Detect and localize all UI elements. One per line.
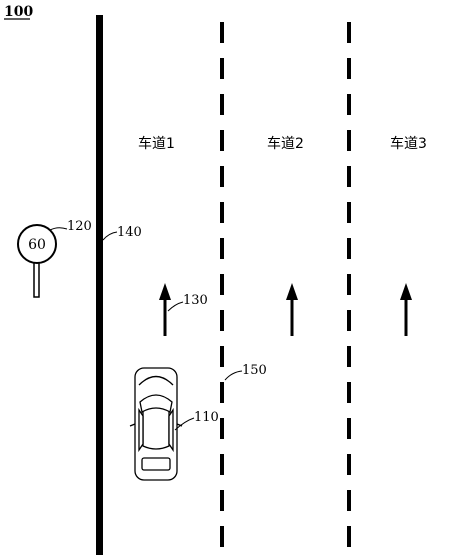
lane-dash [220, 202, 224, 223]
vehicle-roof [142, 412, 170, 450]
lane-dash [347, 58, 351, 79]
sign-value: 60 [28, 237, 46, 253]
road-edge-line [96, 15, 103, 555]
lane-dash [220, 490, 224, 511]
lane-dash [220, 310, 224, 331]
lane-label-3: 车道3 [390, 135, 427, 152]
lane-dash [220, 418, 224, 439]
callout-110-leader [174, 417, 195, 431]
callout-120-leader [49, 227, 68, 231]
lane-dash [347, 310, 351, 331]
lane-dash [347, 490, 351, 511]
lane-dash [220, 58, 224, 79]
vehicle-right-mirror [176, 423, 183, 427]
lane-dash [347, 274, 351, 295]
callout-130-leader [167, 301, 184, 312]
vehicle-windshield [139, 394, 173, 414]
lane-dash [347, 418, 351, 439]
lane-dash [347, 166, 351, 187]
callout-130: 130 [183, 293, 208, 308]
vehicle-left-windows [138, 407, 144, 453]
lane-dash [220, 454, 224, 475]
lane-divider-2-3 [347, 22, 351, 547]
vehicle-left-mirror [129, 423, 136, 427]
lane-dash [347, 526, 351, 547]
sign-post [33, 261, 40, 298]
lane-dash [220, 346, 224, 367]
sign-disc [17, 224, 57, 264]
figure-number: 100 [4, 4, 33, 20]
callout-140: 140 [117, 225, 142, 240]
direction-arrow-lane-2 [286, 283, 298, 336]
lane-dash [347, 202, 351, 223]
lane-dash [347, 382, 351, 403]
lane-dash [347, 22, 351, 43]
lane-dash [347, 454, 351, 475]
callout-120: 120 [67, 219, 92, 234]
direction-arrow-lane-1 [159, 283, 171, 336]
lane-dash [220, 130, 224, 151]
lane-dash [220, 274, 224, 295]
lane-dash [347, 130, 351, 151]
callout-140-leader [102, 231, 118, 241]
lane-dash [347, 238, 351, 259]
vehicle-right-windows [168, 407, 174, 453]
lane-dash [347, 94, 351, 115]
vehicle [129, 367, 183, 481]
lane-dash [220, 238, 224, 259]
callout-150: 150 [242, 363, 267, 378]
lane-label-2: 车道2 [267, 135, 304, 152]
callout-150-leader [224, 370, 243, 381]
callout-110: 110 [194, 410, 219, 425]
lane-dash [220, 22, 224, 43]
direction-arrow-lane-3 [400, 283, 412, 336]
speed-limit-sign: 60 [17, 224, 57, 298]
lane-divider-1-2 [220, 22, 224, 547]
lane-dash [220, 526, 224, 547]
vehicle-rear-window [141, 457, 171, 471]
lane-dash [347, 346, 351, 367]
lane-dash [220, 94, 224, 115]
lane-label-1: 车道1 [138, 135, 175, 152]
lane-dash [220, 382, 224, 403]
vehicle-hood-line [138, 375, 174, 386]
lane-dash [220, 166, 224, 187]
